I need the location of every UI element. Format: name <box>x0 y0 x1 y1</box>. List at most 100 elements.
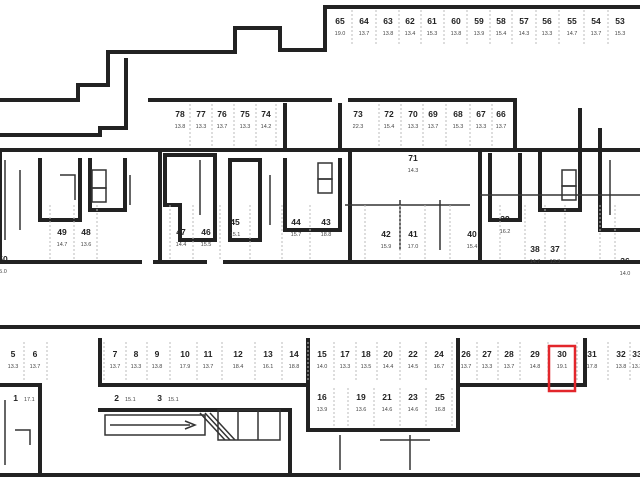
space-area: 14.3 <box>408 168 419 174</box>
space-area: 15.4 <box>496 31 507 37</box>
space-area: 13.7 <box>461 364 472 370</box>
space-number: 23 <box>408 392 418 402</box>
space-area: 14.8 <box>530 364 541 370</box>
space-number: 1 <box>13 393 18 403</box>
selected-space-highlight[interactable] <box>547 344 577 393</box>
space-number: 48 <box>81 227 91 237</box>
space-number: 57 <box>519 16 529 26</box>
space-area: 14.0 <box>620 271 631 277</box>
space-area: 19.0 <box>335 31 346 37</box>
parking-space-8[interactable]: 813.3 <box>131 349 142 370</box>
space-area: 14.7 <box>567 31 578 37</box>
parking-space-50[interactable]: 505.0 <box>0 254 8 275</box>
parking-space-29[interactable]: 29 14.8 <box>530 349 541 370</box>
parking-space-9[interactable]: 913.8 <box>152 349 163 370</box>
space-area: 16.8 <box>435 407 446 413</box>
space-number: 20 <box>383 349 393 359</box>
parking-space-6[interactable]: 613.7 <box>30 349 41 370</box>
space-area: 17.1 <box>24 397 35 403</box>
space-area: 18.8 <box>321 232 332 238</box>
space-number: 54 <box>591 16 601 26</box>
parking-space-25[interactable]: 25 16.8 <box>435 392 446 413</box>
slot-dividers <box>23 10 631 426</box>
space-area: 14.2 <box>261 124 272 130</box>
space-number: 29 <box>530 349 540 359</box>
space-number: 25 <box>435 392 445 402</box>
space-number: 16 <box>317 392 327 402</box>
parking-space-7[interactable]: 713.7 <box>110 349 121 370</box>
space-number: 8 <box>134 349 139 359</box>
space-number: 76 <box>217 109 227 119</box>
space-area: 15.9 <box>381 244 392 250</box>
space-area: 13.3 <box>240 124 251 130</box>
parking-space-5[interactable]: 513.3 <box>8 349 19 370</box>
